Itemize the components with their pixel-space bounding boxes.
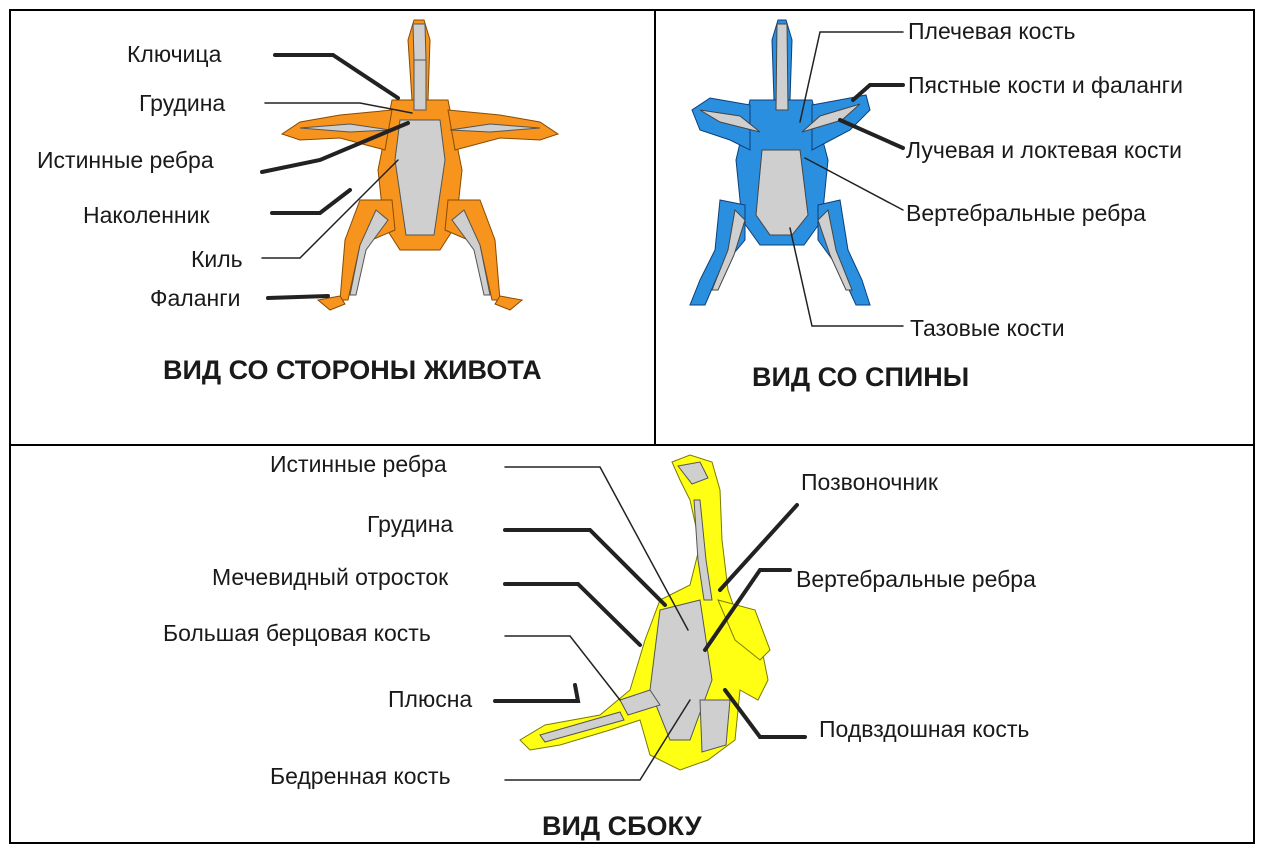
label-metatarsus: Плюсна	[388, 688, 472, 711]
title-lateral: ВИД СБОКУ	[542, 813, 702, 840]
label-keel: Киль	[191, 248, 243, 271]
label-patella: Наколенник	[83, 204, 210, 227]
label-sternum-lateral: Грудина	[367, 513, 453, 536]
label-humerus: Плечевая кость	[908, 20, 1075, 43]
label-ilium: Подвздошная кость	[819, 718, 1029, 741]
ventral-skeleton	[282, 20, 558, 310]
label-radius-ulna: Лучевая и локтевая кости	[906, 139, 1182, 162]
label-true-ribs: Истинные ребра	[37, 149, 214, 172]
label-true-ribs-lateral: Истинные ребра	[270, 453, 447, 476]
title-ventral: ВИД СО СТОРОНЫ ЖИВОТА	[163, 357, 542, 384]
label-tibia: Большая берцовая кость	[163, 622, 431, 645]
label-vertebral-ribs-lateral: Вертебральные ребра	[796, 568, 1036, 591]
label-spine: Позвоночник	[801, 471, 938, 494]
label-vertebral-ribs-dorsal: Вертебральные ребра	[906, 202, 1146, 225]
label-phalanges: Фаланги	[150, 287, 240, 310]
label-metacarpals: Пястные кости и фаланги	[908, 74, 1183, 97]
label-clavicle: Ключица	[127, 43, 221, 66]
label-femur: Бедренная кость	[270, 765, 451, 788]
label-pelvic-bones: Тазовые кости	[910, 317, 1065, 340]
label-sternum: Грудина	[139, 92, 225, 115]
dorsal-skeleton	[690, 20, 870, 305]
title-dorsal: ВИД СО СПИНЫ	[752, 364, 969, 391]
label-xiphoid: Мечевидный отросток	[212, 566, 448, 589]
